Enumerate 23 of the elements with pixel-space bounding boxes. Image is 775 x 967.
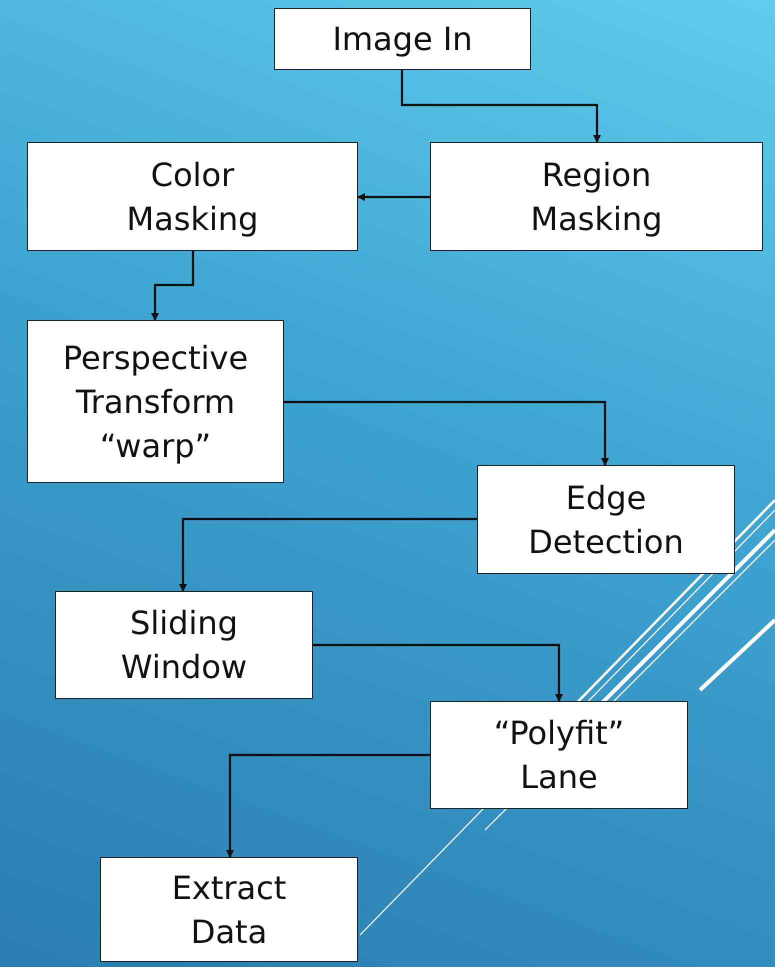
arrow: [357, 193, 430, 201]
arrow: [226, 754, 430, 858]
process-box: [274, 8, 531, 70]
arrow: [284, 400, 609, 466]
process-box: [430, 701, 688, 809]
step-label: Sliding Window: [120, 603, 248, 688]
step-label: Color Masking: [126, 154, 260, 240]
process-box: [477, 465, 735, 574]
process-box: [100, 857, 358, 962]
arrow: [313, 644, 563, 702]
step-label: Image In: [332, 19, 473, 60]
step-label: Edge Detection: [527, 478, 685, 562]
arrow: [400, 70, 601, 143]
step-label: Region Masking: [530, 154, 664, 240]
arrow: [179, 518, 477, 592]
step-label: Perspective Transform “warp”: [62, 338, 250, 466]
arrow: [151, 251, 194, 321]
step-label: Extract Data: [170, 868, 288, 952]
process-box: [430, 142, 763, 251]
process-box: [27, 320, 284, 483]
process-box: [55, 591, 313, 699]
process-box: [27, 142, 358, 251]
step-label: “Polyfit” Lane: [492, 713, 626, 798]
